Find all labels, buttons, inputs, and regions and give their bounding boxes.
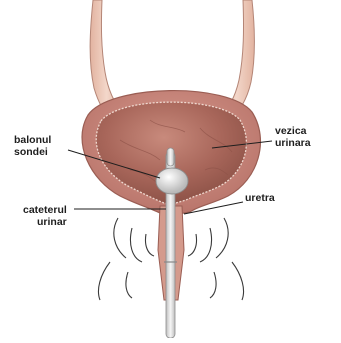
catheter-tip xyxy=(167,148,174,166)
bladder-label-line-2: urinara xyxy=(275,137,311,149)
urethra-label: uretra xyxy=(245,192,275,204)
balloon-label-line-1: balonul xyxy=(14,134,51,146)
balloon-label: balonul sondei xyxy=(14,134,51,158)
bladder-label: vezica urinara xyxy=(275,125,311,149)
balloon-label-line-2: sondei xyxy=(14,146,51,158)
bladder-label-line-1: vezica xyxy=(275,125,311,137)
catheter-balloon xyxy=(156,168,188,194)
catheter-label: cateterul urinar xyxy=(23,204,67,228)
catheter-label-line-2: urinar xyxy=(23,216,67,228)
catheter-label-line-1: cateterul xyxy=(23,204,67,216)
